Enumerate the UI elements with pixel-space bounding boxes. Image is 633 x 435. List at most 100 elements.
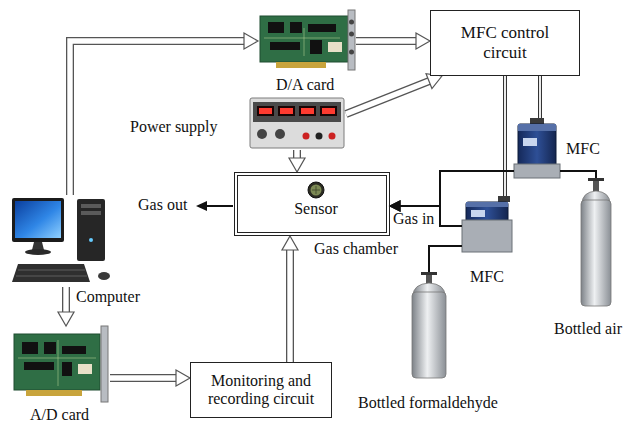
gas-pipe xyxy=(429,246,462,272)
gas-cylinder-illustration xyxy=(581,200,611,306)
control-circuit-box: MFC control circuit xyxy=(430,10,580,76)
da-card-illustration xyxy=(290,22,302,33)
control-wire xyxy=(538,76,542,118)
power-supply-illustration xyxy=(257,129,267,139)
gas-out-arrow xyxy=(205,205,233,207)
da-card-illustration xyxy=(349,20,354,25)
power-arrow xyxy=(346,81,430,114)
gas-cylinder-illustration xyxy=(581,178,611,306)
computer-illustration xyxy=(12,264,90,282)
gas-cylinder-illustration xyxy=(421,272,437,275)
computer-illustration xyxy=(25,249,51,255)
mfc-illustration xyxy=(466,202,508,222)
gas-cylinder-illustration xyxy=(593,181,599,191)
arrowhead xyxy=(289,158,305,172)
gas-out-arrow xyxy=(196,201,233,211)
device-label: D/A card xyxy=(276,76,334,94)
power-supply-illustration xyxy=(259,108,272,114)
ad-card-illustration xyxy=(24,362,54,370)
ad-card-illustration xyxy=(26,390,82,396)
mfc-illustration xyxy=(514,164,560,178)
mfc-illustration xyxy=(518,124,556,166)
mass-flow-controller: MFC xyxy=(462,196,512,256)
control-wire xyxy=(539,76,541,118)
arrowhead xyxy=(390,201,400,211)
da-card-illustration xyxy=(349,50,354,55)
power-supply-illustration xyxy=(250,98,344,148)
power-supply-illustration xyxy=(316,133,323,140)
power-supply-illustration xyxy=(303,133,310,140)
computer-illustration xyxy=(81,211,101,215)
computer-illustration xyxy=(32,242,44,250)
device-label: MFC xyxy=(566,140,600,158)
box-text: Monitoring and recording circuit xyxy=(201,372,321,409)
power-supply-illustration xyxy=(275,129,285,139)
signal-arrow xyxy=(70,41,245,195)
power-supply-illustration xyxy=(299,106,316,116)
sensor-illustration xyxy=(308,182,324,198)
computer-illustration xyxy=(89,238,93,242)
control-wire xyxy=(503,76,507,196)
gas-out-arrow xyxy=(196,201,207,211)
power-supply-illustration xyxy=(278,106,295,116)
power-supply-illustration xyxy=(280,108,293,114)
da-card-illustration xyxy=(276,62,326,68)
gas-pipe xyxy=(560,171,596,178)
signal-arrow xyxy=(62,287,70,313)
control-wire xyxy=(540,76,541,118)
da-card: D/A card xyxy=(258,10,356,72)
ad-card-illustration xyxy=(78,364,92,374)
signal-arrow xyxy=(70,41,245,195)
device-label: Sensor xyxy=(278,200,354,218)
da-card-illustration xyxy=(308,24,336,32)
da-card-illustration xyxy=(260,16,348,62)
computer-illustration xyxy=(12,198,64,242)
sensor-illustration xyxy=(311,185,322,196)
arrowhead xyxy=(244,33,258,49)
device-label: Power supply xyxy=(130,118,218,136)
power-arrow xyxy=(346,74,442,114)
power-supply-illustration xyxy=(329,133,336,140)
mass-flow-controller: MFC xyxy=(514,118,560,182)
power-arrow xyxy=(289,150,305,172)
gas-cylinder-illustration xyxy=(412,272,446,378)
power-supply-illustration xyxy=(322,108,335,114)
da-card-illustration xyxy=(310,40,322,54)
gas-chamber: Gas chamberSensor xyxy=(234,172,390,236)
ad-card-illustration xyxy=(18,340,96,386)
device-label: Bottled formaldehyde xyxy=(358,394,498,412)
gas-cylinder-illustration xyxy=(412,292,446,378)
mfc-illustration xyxy=(471,210,485,217)
computer-illustration xyxy=(16,276,87,277)
signal-arrow xyxy=(286,249,294,362)
arrowhead xyxy=(282,236,298,250)
device-label: Bottled air xyxy=(554,320,622,338)
signal-arrow xyxy=(287,249,292,362)
mfc-illustration xyxy=(518,124,556,131)
ad-card-illustration xyxy=(14,326,108,402)
signal-arrow xyxy=(110,375,177,380)
monitoring-circuit-box: Monitoring and recording circuit xyxy=(190,362,332,418)
ad-card-illustration xyxy=(14,334,100,390)
device-label: A/D card xyxy=(30,406,89,424)
device-label: Gas chamber xyxy=(314,240,398,258)
signal-arrow xyxy=(70,33,258,195)
da-card-illustration xyxy=(264,28,340,56)
mfc-illustration xyxy=(523,138,537,146)
control-wire xyxy=(504,76,506,196)
arrowhead xyxy=(176,370,190,386)
device-label: MFC xyxy=(470,268,504,286)
device-label: Computer xyxy=(76,288,140,306)
power-supply-illustration xyxy=(320,106,337,116)
signal-arrow xyxy=(356,33,430,49)
arrowhead xyxy=(390,201,400,211)
sensor-illustration xyxy=(312,186,320,194)
signal-arrow xyxy=(63,287,68,313)
computer-illustration xyxy=(18,270,85,271)
da-card-illustration xyxy=(260,10,355,70)
da-card-illustration xyxy=(349,32,354,37)
arrowhead xyxy=(58,312,74,326)
gas-pipe xyxy=(560,171,596,178)
mfc-illustration xyxy=(462,196,512,252)
signal-arrow xyxy=(110,374,177,382)
